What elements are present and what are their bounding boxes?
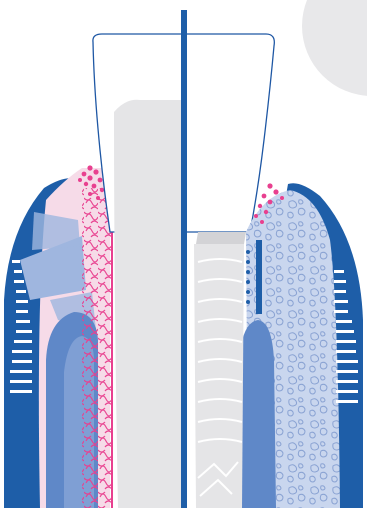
alveolar-bone-right bbox=[240, 320, 276, 508]
periodontal-ligament bbox=[82, 188, 112, 508]
divider-bar bbox=[181, 10, 187, 508]
implant-collar-bar bbox=[256, 240, 262, 314]
dentin-shade bbox=[114, 100, 183, 508]
implant-abutment bbox=[196, 232, 246, 244]
background-disc bbox=[302, 0, 367, 96]
natural-tooth-panel bbox=[4, 165, 112, 508]
